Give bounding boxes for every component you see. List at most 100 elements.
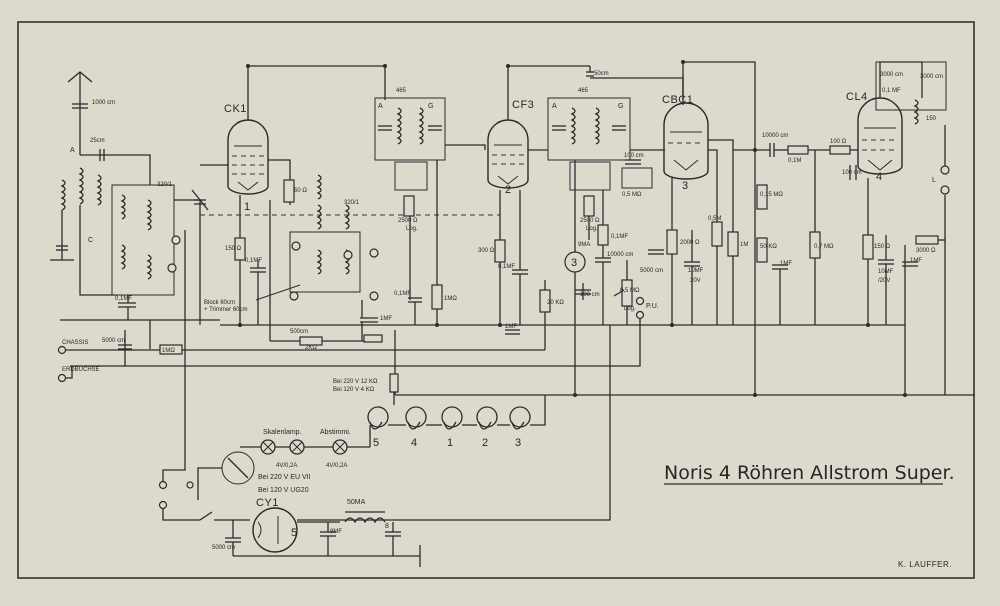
label-mains-note-2: Bei 120 V UG20 <box>258 487 309 494</box>
switch-contact <box>171 235 181 245</box>
resistor-01mohm <box>597 224 609 246</box>
filament-number-2: 2 <box>482 437 488 449</box>
mains-terminal <box>186 481 194 489</box>
drawing-signature: K. LAUFFER. <box>898 560 952 569</box>
filter-choke <box>344 517 386 524</box>
label-c-01mf-6: 0,1 MF <box>882 88 901 94</box>
tube-cbc1-label: CBC1 <box>662 94 693 106</box>
mains-plug-terminal <box>158 500 168 510</box>
mains-plug-terminal <box>158 480 168 490</box>
coil <box>344 204 350 230</box>
label-r-1mo-1: 1MΩ <box>162 348 175 354</box>
label-r-2500-1: 2500 Ω <box>398 218 418 224</box>
resistor-015mohm <box>756 184 768 210</box>
label-r-05mo-2: 0,5 MΩ <box>622 192 642 198</box>
wire <box>613 289 625 297</box>
osc-switch-block <box>289 231 361 293</box>
schematic-title: Noris 4 Röhren Allstrom Super. <box>664 462 955 484</box>
label-l-320-2: 320/1 <box>344 200 360 206</box>
label-r-01m: 0,1M <box>788 158 801 164</box>
switch-contact <box>289 291 299 301</box>
wire <box>65 366 73 379</box>
label-c-5000cm-1: 5000 cm <box>102 338 125 344</box>
coil <box>146 254 152 280</box>
drawing-frame <box>17 21 975 579</box>
label-r-1mo-2: 1MΩ <box>444 296 457 302</box>
tap-label-c: C <box>88 237 93 244</box>
resistor-100ohm <box>829 145 851 155</box>
resistor-2kohm <box>299 336 323 346</box>
wire <box>162 230 186 481</box>
tube-cy1-label: CY1 <box>256 497 279 509</box>
tube-cathode <box>673 159 699 171</box>
switch-contact <box>343 250 353 260</box>
junction-dot <box>435 323 439 327</box>
coil <box>418 107 424 145</box>
junction-dot <box>753 148 757 152</box>
wire <box>683 61 756 395</box>
switch-contact <box>369 291 379 301</box>
label-c-5000cm-2: 5000 cm <box>640 268 663 274</box>
wire <box>297 325 611 521</box>
leader-line <box>255 284 301 301</box>
resistor-3000ohm <box>915 235 939 245</box>
label-meter-9ma: 9MA <box>578 242 590 248</box>
label-r-50: 50 Ω <box>294 188 307 194</box>
switch-contact <box>291 241 301 251</box>
mains-switch[interactable] <box>199 511 213 521</box>
coil <box>120 244 126 270</box>
junction-dot <box>506 64 510 68</box>
label-c-trimmer: + Trimmer 60cm <box>204 307 248 313</box>
resistor <box>363 334 383 343</box>
tube-cy1 <box>252 507 298 553</box>
junction-dot <box>670 323 674 327</box>
wire <box>708 139 734 232</box>
label-c-01mf-4: 0,1MF <box>498 264 515 270</box>
resistor-150ohm <box>234 237 246 261</box>
label-log-2: Log. <box>586 226 598 232</box>
label-c-500cm-osc: 500cm <box>290 329 308 335</box>
label-v-20v: 20V <box>690 278 701 284</box>
wire <box>708 149 718 222</box>
label-c-01mf-2: 0,1MF <box>245 258 262 264</box>
label-c-100cm-1: 100 cm <box>580 292 600 298</box>
label-log-3: Log. <box>624 306 636 312</box>
antenna-icon <box>67 71 93 83</box>
resistor-150ohm <box>862 234 874 260</box>
label-r-50k: 50 KΩ <box>760 244 777 250</box>
resistor-1mohm <box>727 231 739 257</box>
resistor-50ohm <box>283 179 295 203</box>
resistor-2500ohm <box>583 195 595 217</box>
label-lamp-1: Skalenlamp. <box>263 429 302 436</box>
lamp-cross-icon <box>291 441 303 453</box>
tube-cl4 <box>857 97 903 175</box>
wire <box>79 205 115 296</box>
label-c-5000cm-3: 5000 cm <box>212 545 235 551</box>
agc-block-2 <box>569 161 611 191</box>
label-filament-note-2: Bei 120 V 4 KΩ <box>333 387 375 393</box>
filament-number-1: 1 <box>447 437 453 449</box>
junction-dot <box>246 64 250 68</box>
coil <box>96 174 102 206</box>
wire <box>70 318 641 367</box>
label-r-05mo-1: 0,5 MΩ <box>620 288 640 294</box>
tube-cathode <box>497 175 519 185</box>
detector-load <box>621 167 653 189</box>
tube-cbc1 <box>663 102 709 180</box>
if-can-1 <box>374 97 446 161</box>
label-filament-note-1: Bei 220 V 12 KΩ <box>333 379 378 385</box>
label-lamp-rating-1: 4V/0,2A <box>276 463 297 469</box>
tube-cbc1-number: 3 <box>682 180 688 192</box>
label-r-150-2: 150 Ω <box>874 244 891 250</box>
wire <box>174 199 201 325</box>
label-chassis: CHASSIS <box>62 340 88 346</box>
label-c-10000-2: 10000 cm <box>762 133 788 139</box>
wire <box>445 144 486 150</box>
label-r-20ko: 20 KΩ <box>547 300 564 306</box>
tap-label-a-2: A <box>378 103 383 110</box>
label-pu: P.U. <box>646 303 659 310</box>
label-c-1mf-3: 1MF <box>910 258 922 264</box>
label-c-01mf-3: 0,1MF <box>394 291 411 297</box>
